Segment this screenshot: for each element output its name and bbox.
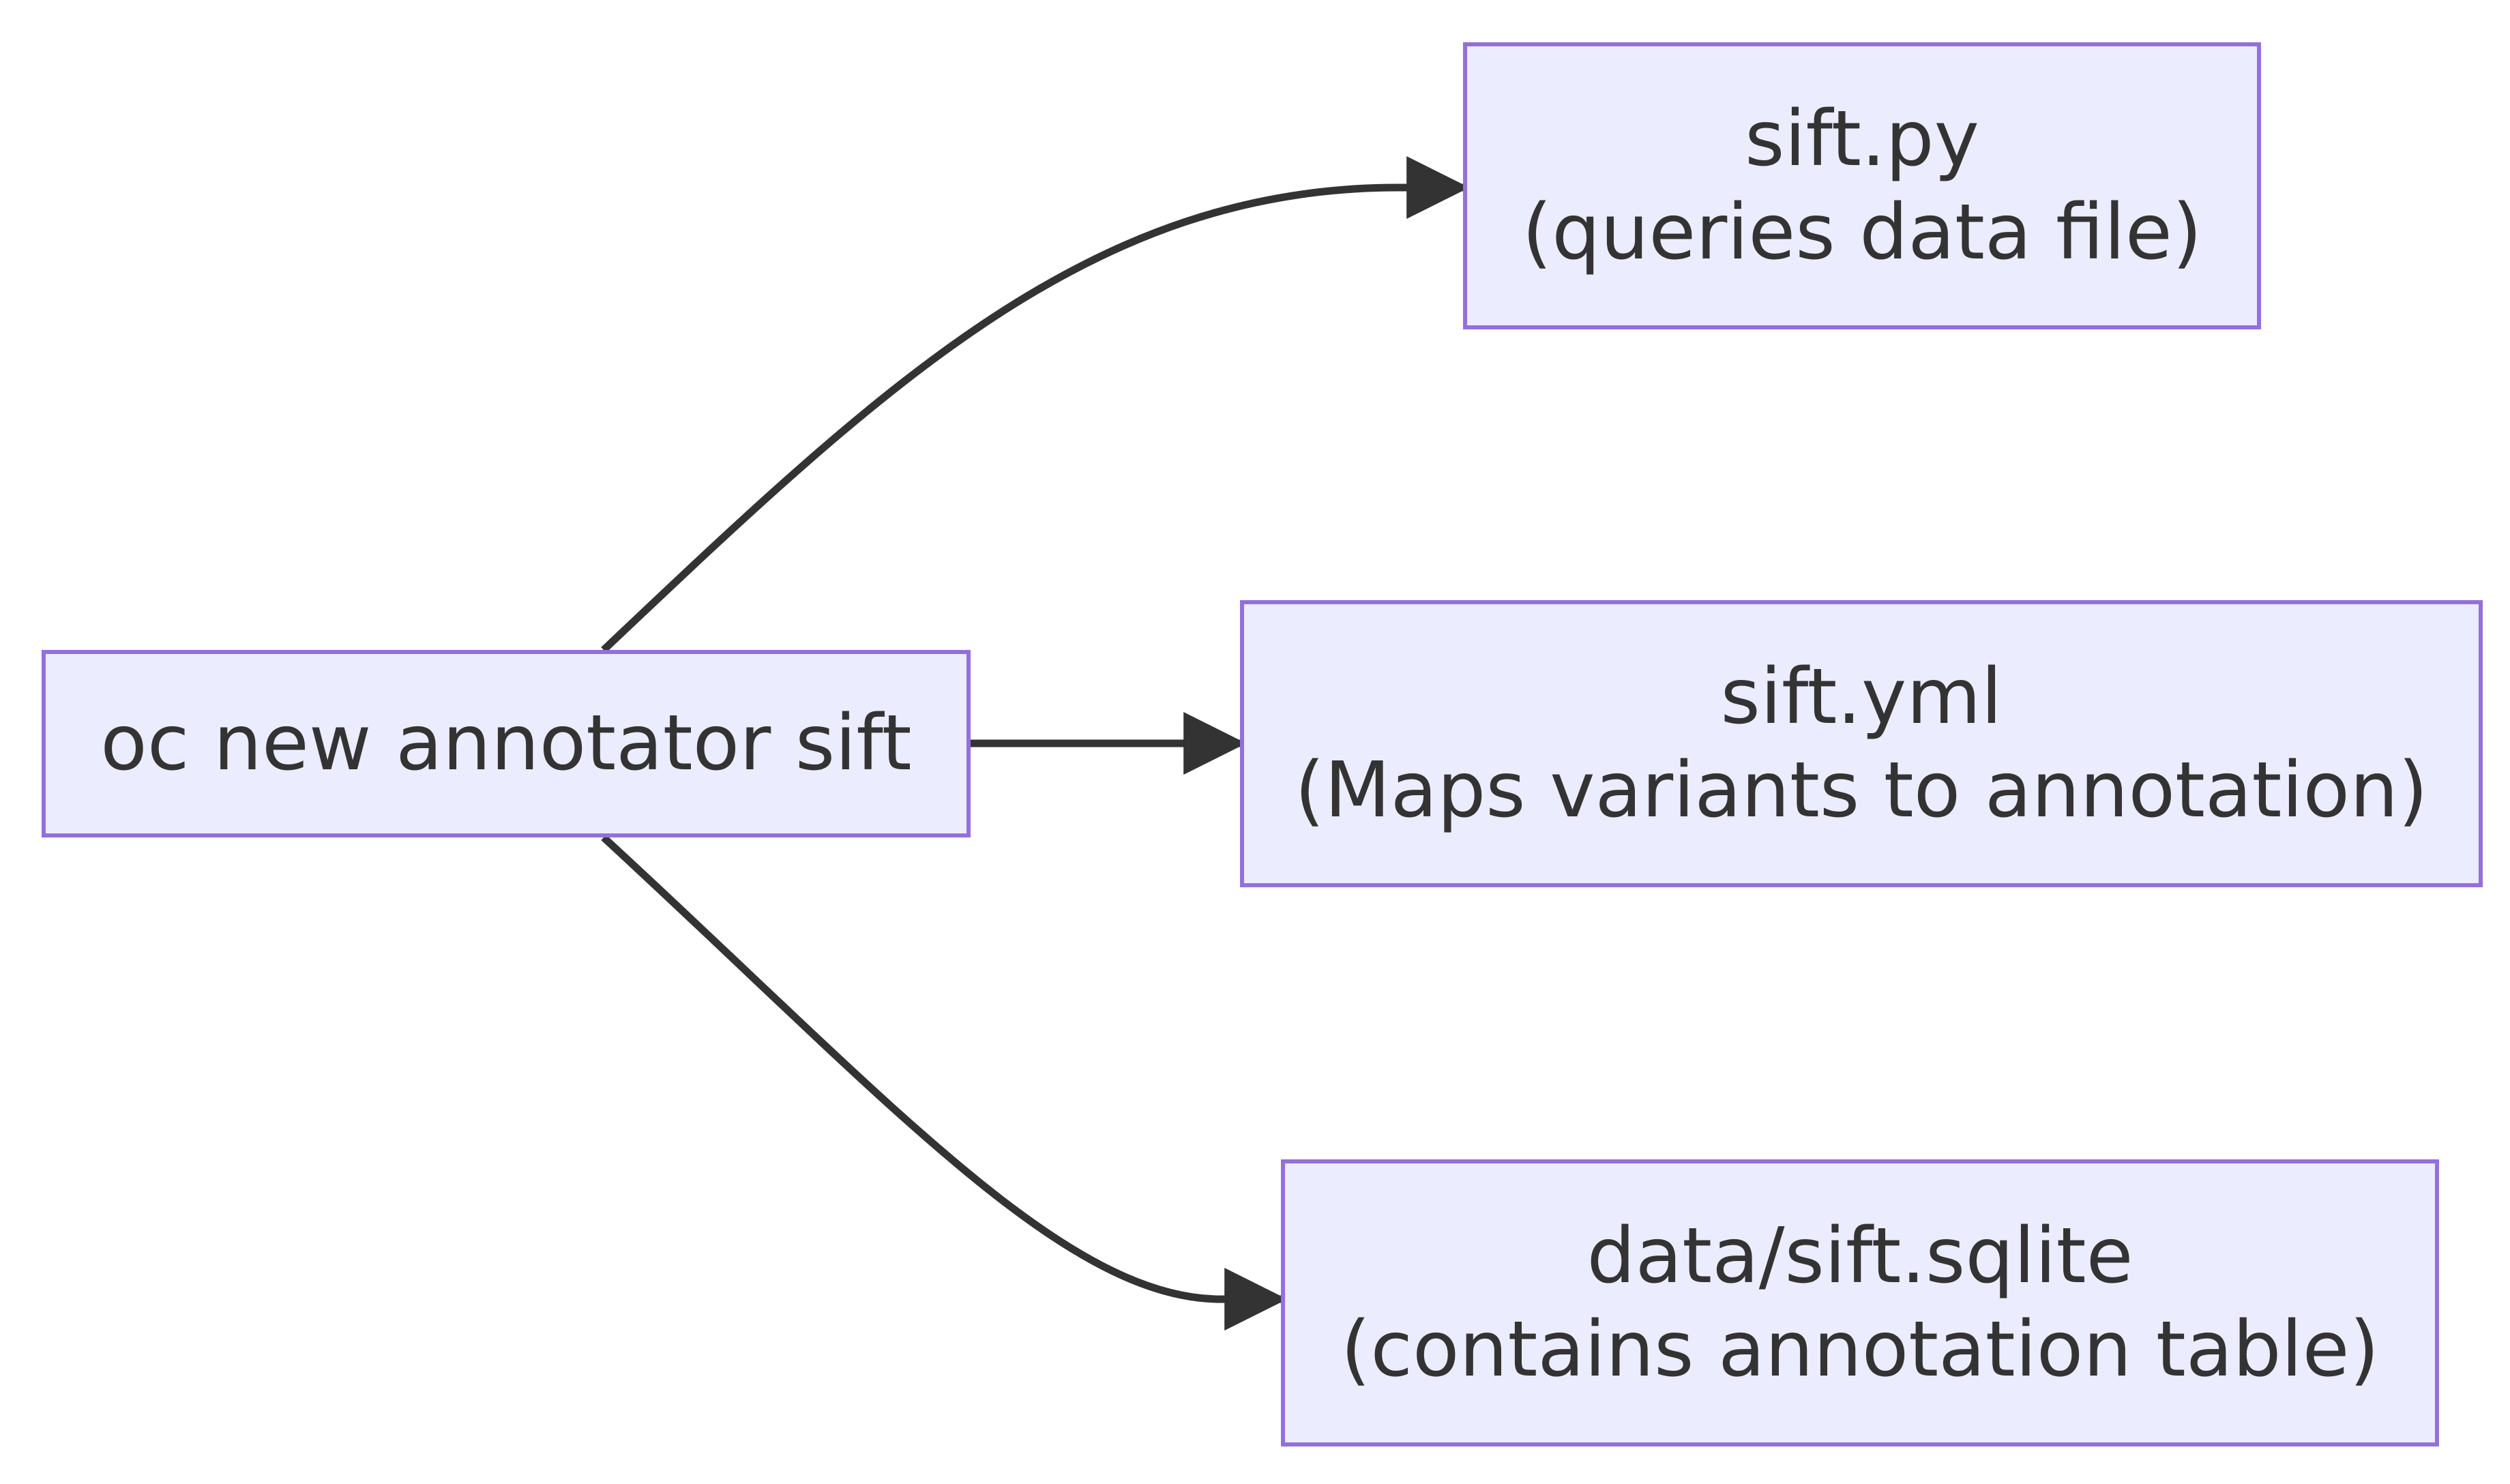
node-sift-yml: sift.yml (Maps variants to annotation) <box>1240 600 2483 887</box>
node-title: sift.yml <box>1720 652 2003 741</box>
node-sift-py: sift.py (queries data file) <box>1463 42 2261 329</box>
node-description: (Maps variants to annotation) <box>1295 745 2428 835</box>
edge-source-to-sift-py <box>601 156 1470 653</box>
edge-source-to-sift-sqlite <box>601 834 1288 1331</box>
node-description: (contains annotation table) <box>1340 1305 2380 1394</box>
node-oc-new-annotator-sift: oc new annotator sift <box>42 650 971 837</box>
node-data-sift-sqlite: data/sift.sqlite (contains annotation ta… <box>1281 1159 2439 1446</box>
node-title: data/sift.sqlite <box>1586 1211 2134 1301</box>
node-title: sift.py <box>1745 94 1979 183</box>
node-label: oc new annotator sift <box>100 699 912 788</box>
node-description: (queries data file) <box>1522 188 2202 277</box>
